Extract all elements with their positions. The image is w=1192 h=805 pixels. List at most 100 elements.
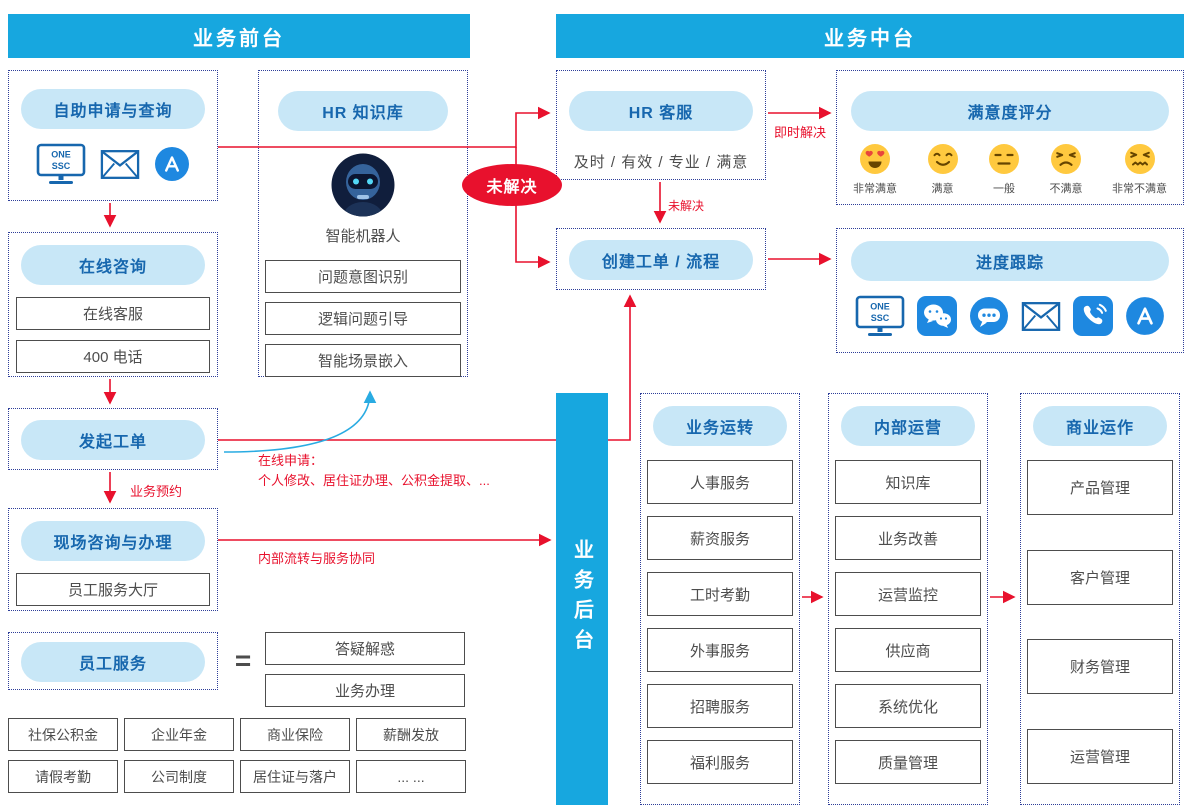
satisfaction-box: 满意度评分 非常满意 满意 xyxy=(836,70,1184,205)
list-item: 运营监控 xyxy=(835,572,981,616)
onsite-service-box: 现场咨询与办理 员工服务大厅 xyxy=(8,508,218,611)
list-item: 在线客服 xyxy=(16,297,210,330)
commercial-operation-column: 商业运作 产品管理 客户管理 财务管理 运营管理 xyxy=(1020,393,1180,805)
robot-avatar xyxy=(331,153,395,217)
rating-label: 不满意 xyxy=(1049,183,1083,195)
list-item: 薪资服务 xyxy=(647,516,793,560)
list-item: 答疑解惑 xyxy=(265,632,465,665)
svg-text:SSC: SSC xyxy=(871,313,890,323)
rating-satisfied: 满意 xyxy=(927,143,959,196)
service-grid-cell: 社保公积金 xyxy=(8,718,118,751)
create-workflow-box: 创建工单 / 流程 xyxy=(556,228,766,290)
wechat-icon xyxy=(917,296,957,336)
create-ticket-title: 发起工单 xyxy=(21,420,205,460)
list-item: 福利服务 xyxy=(647,740,793,784)
business-operation-column: 业务运转 人事服务 薪资服务 工时考勤 外事服务 招聘服务 福利服务 xyxy=(640,393,800,805)
internal-operations-column: 内部运营 知识库 业务改善 运营监控 供应商 系统优化 质量管理 xyxy=(828,393,988,805)
online-consult-title: 在线咨询 xyxy=(21,245,205,285)
list-item: 质量管理 xyxy=(835,740,981,784)
list-item: 工时考勤 xyxy=(647,572,793,616)
employee-service-box: 员工服务 xyxy=(8,632,218,690)
list-item: 智能场景嵌入 xyxy=(265,344,461,377)
appstore-icon xyxy=(1126,297,1164,335)
face-dissatisfied-icon xyxy=(1051,144,1081,174)
service-grid-cell: ... ... xyxy=(356,760,466,793)
appstore-icon xyxy=(155,147,189,181)
face-very-satisfied-icon xyxy=(860,144,890,174)
list-item: 人事服务 xyxy=(647,460,793,504)
column-title: 内部运营 xyxy=(841,406,975,446)
mail-icon xyxy=(1021,301,1061,331)
list-item: 外事服务 xyxy=(647,628,793,672)
service-grid-cell: 请假考勤 xyxy=(8,760,118,793)
unresolved-small-label: 未解决 xyxy=(668,199,705,213)
list-item: 招聘服务 xyxy=(647,684,793,728)
rating-label: 一般 xyxy=(993,183,1015,195)
knowledge-base-title: HR 知识库 xyxy=(278,91,448,131)
robot-label: 智能机器人 xyxy=(325,228,401,245)
service-grid-cell: 薪酬发放 xyxy=(356,718,466,751)
face-neutral-icon xyxy=(989,144,1019,174)
instant-resolve-label: 即时解决 xyxy=(773,125,826,140)
rating-label: 满意 xyxy=(931,183,954,195)
progress-tracking-box: 进度跟踪 ONE SSC xyxy=(836,228,1184,353)
svg-text:ONE: ONE xyxy=(870,302,890,312)
internal-flow-label: 内部流转与服务协同 xyxy=(258,551,376,566)
online-consult-box: 在线咨询 在线客服 400 电话 xyxy=(8,232,218,377)
face-satisfied-icon xyxy=(927,144,958,174)
list-item: 产品管理 xyxy=(1027,460,1173,515)
hr-support-title: HR 客服 xyxy=(569,91,753,131)
list-item: 系统优化 xyxy=(835,684,981,728)
service-grid-cell: 商业保险 xyxy=(240,718,350,751)
self-service-box: 自助申请与查询 ONE SSC xyxy=(8,70,218,201)
rating-label: 非常满意 xyxy=(853,183,897,195)
create-workflow-title: 创建工单 / 流程 xyxy=(569,240,753,280)
list-item: 问题意图识别 xyxy=(265,260,461,293)
one-ssc-monitor-icon: ONE SSC xyxy=(36,143,86,184)
column-title: 商业运作 xyxy=(1033,406,1167,446)
service-grid: 社保公积金 企业年金 商业保险 薪酬发放 请假考勤 公司制度 居住证与落户 ..… xyxy=(8,718,466,793)
service-grid-cell: 企业年金 xyxy=(124,718,234,751)
list-item: 运营管理 xyxy=(1027,728,1173,784)
business-reservation-label: 业务预约 xyxy=(130,484,183,499)
service-grid-cell: 公司制度 xyxy=(124,760,234,793)
tracking-channel-icons: ONE SSC xyxy=(837,295,1183,337)
onsite-service-title: 现场咨询与办理 xyxy=(21,521,205,561)
online-apply-label-line2: 个人修改、居住证办理、公积金提取、... xyxy=(258,473,490,488)
face-very-dissatisfied-icon xyxy=(1124,144,1155,174)
chat-bubble-icon xyxy=(970,297,1008,335)
list-item: 财务管理 xyxy=(1027,639,1173,695)
satisfaction-ratings: 非常满意 满意 一般 xyxy=(853,143,1167,196)
list-item: 逻辑问题引导 xyxy=(265,302,461,335)
create-ticket-box: 发起工单 xyxy=(8,408,218,470)
employee-service-title: 员工服务 xyxy=(21,642,205,682)
hr-support-box: HR 客服 及时 / 有效 / 专业 / 满意 xyxy=(556,70,766,180)
svg-text:SSC: SSC xyxy=(52,161,71,171)
online-apply-label-line1: 在线申请： xyxy=(258,453,324,468)
list-item: 员工服务大厅 xyxy=(16,573,210,606)
rating-very-dissatisfied: 非常不满意 xyxy=(1112,143,1167,196)
rating-dissatisfied: 不满意 xyxy=(1050,143,1083,196)
one-ssc-monitor-icon: ONE SSC xyxy=(855,295,905,336)
unresolved-badge: 未解决 xyxy=(462,164,562,206)
back-office-label: 业务后台 xyxy=(570,539,593,659)
column-title: 业务运转 xyxy=(653,406,787,446)
list-item: 知识库 xyxy=(835,460,981,504)
progress-tracking-title: 进度跟踪 xyxy=(851,241,1169,281)
rating-neutral: 一般 xyxy=(988,143,1020,196)
list-item: 客户管理 xyxy=(1027,549,1173,605)
knowledge-base-box: HR 知识库 智能机器人 问题意图识别 逻辑问题引导 智能场景嵌入 xyxy=(258,70,468,377)
mail-icon xyxy=(100,149,140,179)
hr-support-subtitle: 及时 / 有效 / 专业 / 满意 xyxy=(573,154,749,171)
rating-label: 非常不满意 xyxy=(1112,183,1167,195)
self-service-channel-icons: ONE SSC xyxy=(9,143,217,185)
list-item: 供应商 xyxy=(835,628,981,672)
phone-icon xyxy=(1073,296,1113,336)
rating-very-satisfied: 非常满意 xyxy=(853,143,897,196)
equals-sign: = xyxy=(234,645,252,676)
middle-platform-header: 业务中台 xyxy=(556,14,1184,58)
front-desk-header: 业务前台 xyxy=(8,14,470,58)
self-service-title: 自助申请与查询 xyxy=(21,89,205,129)
list-item: 业务办理 xyxy=(265,674,465,707)
